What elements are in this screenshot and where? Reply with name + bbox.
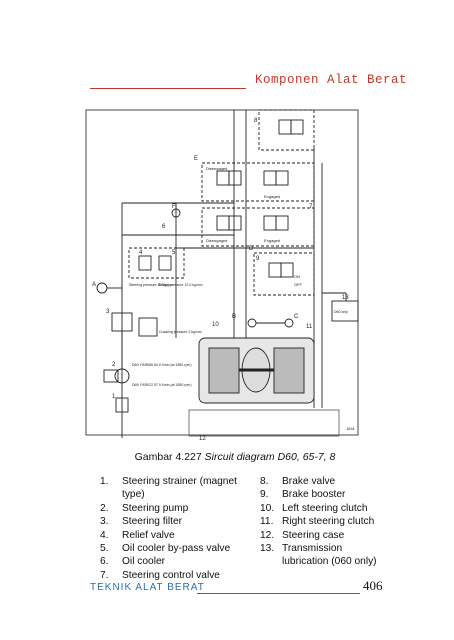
label-cracking-pressure: Cracking pressure 2 kg/cm² [159, 330, 203, 334]
label-1: 1 [112, 394, 116, 400]
label-4: 4 [139, 250, 143, 256]
list-item: 9.Brake booster [260, 489, 346, 501]
label-disengaged-1: Disengaged [206, 166, 227, 171]
legend-list-left: 1.Steering strainer (magnet type) 2.Stee… [100, 475, 250, 582]
label-12: 12 [199, 436, 206, 442]
label-10: 10 [212, 322, 219, 328]
list-item: 2.Steering pump [100, 502, 189, 514]
label-8: 8 [254, 118, 258, 124]
label-7: 7 [309, 204, 313, 210]
list-item: 6.Oil cooler [100, 556, 166, 568]
list-item: 11.Right steering clutch [260, 516, 375, 528]
footer-rule [197, 593, 360, 594]
label-11: 11 [306, 324, 313, 330]
caption-prefix: Gambar 4.227 [134, 451, 205, 463]
page-number: 406 [363, 578, 383, 593]
list-item: 4.Relief valve [100, 529, 175, 541]
label-disengaged-2: Disengaged [206, 238, 227, 243]
label-code: 1641 [346, 426, 356, 431]
list-item: 5.Oil cooler by-pass valve [100, 543, 231, 555]
label-C: C [294, 314, 299, 320]
list-item: 7.Steering control valve [100, 569, 220, 581]
footer-label: TEKNIK ALAT BERAT [90, 582, 205, 593]
label-d65: D65: FAR022 57.9 ℓ/min (at 1850 rpm) [132, 383, 192, 387]
legend-list-right: 8.Brake valve 9.Brake booster 10.Left st… [260, 475, 390, 569]
label-9: 9 [256, 256, 260, 262]
label-steering-pressure-2: Setting pressure 12.0 kg/cm² [158, 283, 204, 287]
label-d60-only: D60 only [334, 310, 348, 314]
label-5: 5 [172, 250, 176, 256]
label-d60: D60: FAR566 84.5 ℓ/min (at 1850 rpm) [132, 363, 192, 367]
label-engaged-2: Engaged [264, 238, 280, 243]
label-2: 2 [112, 362, 116, 368]
list-item: 10.Left steering clutch [260, 502, 368, 514]
figure-caption: Gambar 4.227 Sircuit diagram D60, 65-7, … [90, 451, 380, 463]
label-13: 13 [342, 295, 349, 301]
header-rule [90, 88, 246, 89]
list-item: 1.Steering strainer (magnet type) [100, 476, 237, 501]
label-off: OFF [294, 282, 303, 287]
label-steering-pressure-1: Steering pressure 20 kg/cm² [129, 283, 174, 287]
page-header-title: Komponen Alat Berat [255, 73, 408, 87]
label-engaged-1: Engaged [264, 194, 280, 199]
caption-title: Sircuit diagram D60, 65-7, 8 [204, 451, 336, 463]
list-item: 8.Brake valve [260, 476, 336, 487]
label-B: B [232, 314, 236, 320]
label-3: 3 [106, 309, 110, 315]
circuit-diagram: 8 Disengaged Engaged Disengaged Engaged … [85, 109, 359, 442]
label-E: E [194, 156, 198, 162]
list-item: 3.Steering filter [100, 516, 183, 528]
list-item: 12.Steering case [260, 529, 345, 541]
label-D: D [249, 246, 254, 252]
label-F: F [172, 204, 176, 210]
label-A: A [92, 282, 96, 288]
label-on: ON [294, 274, 300, 279]
label-6: 6 [162, 224, 166, 230]
list-item: 13.Transmission lubrication (060 only) [260, 543, 377, 568]
